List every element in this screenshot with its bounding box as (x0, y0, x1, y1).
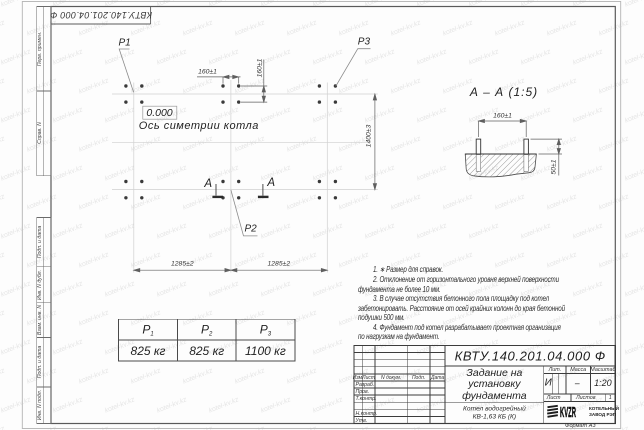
note-line: по нагрузкам на фундамент. (357, 332, 440, 342)
side-stamp-label: Взам. инв. N (37, 304, 43, 335)
tb-lit-label: Лит. (548, 366, 562, 373)
side-stamp-label: Инв. N подл. (37, 390, 43, 421)
note-line: 4. Фундамент под котел разрабатывает про… (373, 322, 561, 332)
dim-label-1285-left: 1285±2 (170, 260, 194, 268)
note-line: 3. В случае отсутствия бетонного пола пл… (373, 294, 549, 304)
kvzr-company-line2: ЗАВОД РЭП (589, 411, 617, 417)
loads-table-value: 825 кг (189, 343, 225, 358)
section-dim-label-160: 160±1 (493, 112, 512, 120)
tb-product-line1: Котел водогрейный (463, 405, 526, 413)
side-stamp-label: Подп. и дата (37, 225, 43, 259)
bolt-right (523, 138, 529, 155)
dim-label-160-v: 160±1 (256, 58, 264, 78)
section-slab (464, 138, 537, 178)
note-line: 1. ∗ Размер для справок. (373, 265, 444, 275)
section-mark-letter-left: А (204, 177, 213, 190)
tb-sig-row-label: Утв. (355, 417, 368, 424)
dim-1285 (132, 268, 329, 273)
section-dim-160 (477, 118, 528, 137)
leader-p2 (230, 189, 258, 237)
loads-table-value: 825 кг (130, 343, 166, 358)
tb-product-line2: КВ-1,63 КБ (К) (472, 413, 517, 421)
elevation-value: 0.000 (146, 106, 173, 119)
load-leaders (118, 48, 371, 237)
tb-header-col: N докум. (380, 374, 402, 381)
load-label-p1: Р1 (118, 37, 131, 48)
tb-header-col: Дата (430, 374, 445, 381)
load-label-p2: Р2 (244, 223, 257, 235)
tb-lit-value: И (544, 377, 552, 389)
tb-designation: КВТУ.140.201.04.000 Ф (454, 348, 606, 364)
tb-header-col: Лист (362, 374, 376, 381)
slab-hatched-body (464, 153, 537, 178)
loads-table-header: Р3 (259, 322, 272, 338)
side-stamp-label: Инв. N дубл. (37, 269, 43, 300)
tb-title-line2: установку (468, 378, 521, 391)
tb-sig-row-label: Т.контр. (355, 396, 377, 403)
loads-table-header: Р1 (142, 322, 154, 338)
note-line: фундамента не более 10 мм. (357, 284, 441, 294)
tb-title-line3: фундамента (462, 390, 527, 403)
tb-scale-value: 1:20 (594, 378, 612, 389)
corner-stamp-box (51, 6, 152, 25)
tb-scale-label: Масштаб (590, 366, 616, 373)
plan-axes (112, 80, 378, 273)
dim-1400 (372, 92, 378, 191)
dim-160-h (197, 74, 241, 84)
kvzr-logo-text: KVZR (559, 404, 576, 421)
section-dim-50 (530, 137, 562, 176)
tb-mass-label: Масса (570, 366, 587, 373)
kvzr-company-line1: КОТЕЛЬНЫЙ (589, 406, 619, 412)
section-cut-marks (212, 184, 269, 199)
leader-p3 (335, 48, 371, 87)
loads-table-value: 1100 кг (245, 343, 286, 358)
tb-title-line1: Задание на (466, 366, 523, 379)
elevation-box (142, 105, 178, 120)
note-line: 2. Отклонение от горизонтального уровня … (373, 274, 559, 284)
kvzr-logo-icon (547, 404, 559, 418)
dim-label-1285-right: 1285±2 (267, 260, 291, 268)
side-stamp-label: Подп. и дата (37, 345, 43, 379)
anchor-bolt-dots (124, 84, 338, 200)
dim-160-v (241, 59, 268, 104)
corner-stamp-number: КВТУ.140.201.04.000 Ф (49, 10, 152, 21)
bolt-left (475, 138, 482, 155)
loads-table-header: Р2 (201, 322, 213, 338)
side-stamp-label: Справ. N (37, 122, 43, 145)
side-stamp-boxes (36, 6, 52, 424)
sheet-edge (21, 1, 622, 429)
drawing-frame (50, 5, 616, 425)
tb-sig-row-label: Н.контр. (355, 410, 378, 417)
load-label-p3: Р3 (357, 36, 371, 48)
title-block-grid (353, 344, 616, 425)
note-line: подушки 500 мм. (357, 313, 405, 323)
side-stamp-label: Перв. примен. (37, 31, 43, 66)
tb-mass-value: – (574, 377, 580, 388)
tb-sig-row-label: Разраб. (355, 382, 375, 389)
section-dim-label-50: 50±1 (550, 158, 558, 175)
format-label: Формат А3 (564, 422, 596, 429)
tb-sheets-label: Листов (575, 394, 596, 401)
section-title: А – А (1:5) (469, 85, 539, 99)
dim-label-1400: 1400±3 (365, 124, 373, 147)
symmetry-axis-label: Ось симетрии котла (138, 120, 259, 133)
note-line: забетонировать. Расстояние от осей крайн… (357, 303, 565, 313)
tb-sheets-value: 1 (608, 394, 612, 401)
tb-sig-row-label: Пров. (355, 389, 370, 396)
loads-table-grid (118, 318, 296, 362)
leader-p1 (118, 48, 134, 93)
dim-label-160-h: 160±1 (198, 68, 217, 76)
tb-header-col: Изм. (352, 374, 364, 381)
tb-header-col: Подп. (411, 374, 426, 381)
tb-sheet-label: Лист (546, 394, 561, 401)
section-mark-letter-right: А (267, 177, 276, 190)
